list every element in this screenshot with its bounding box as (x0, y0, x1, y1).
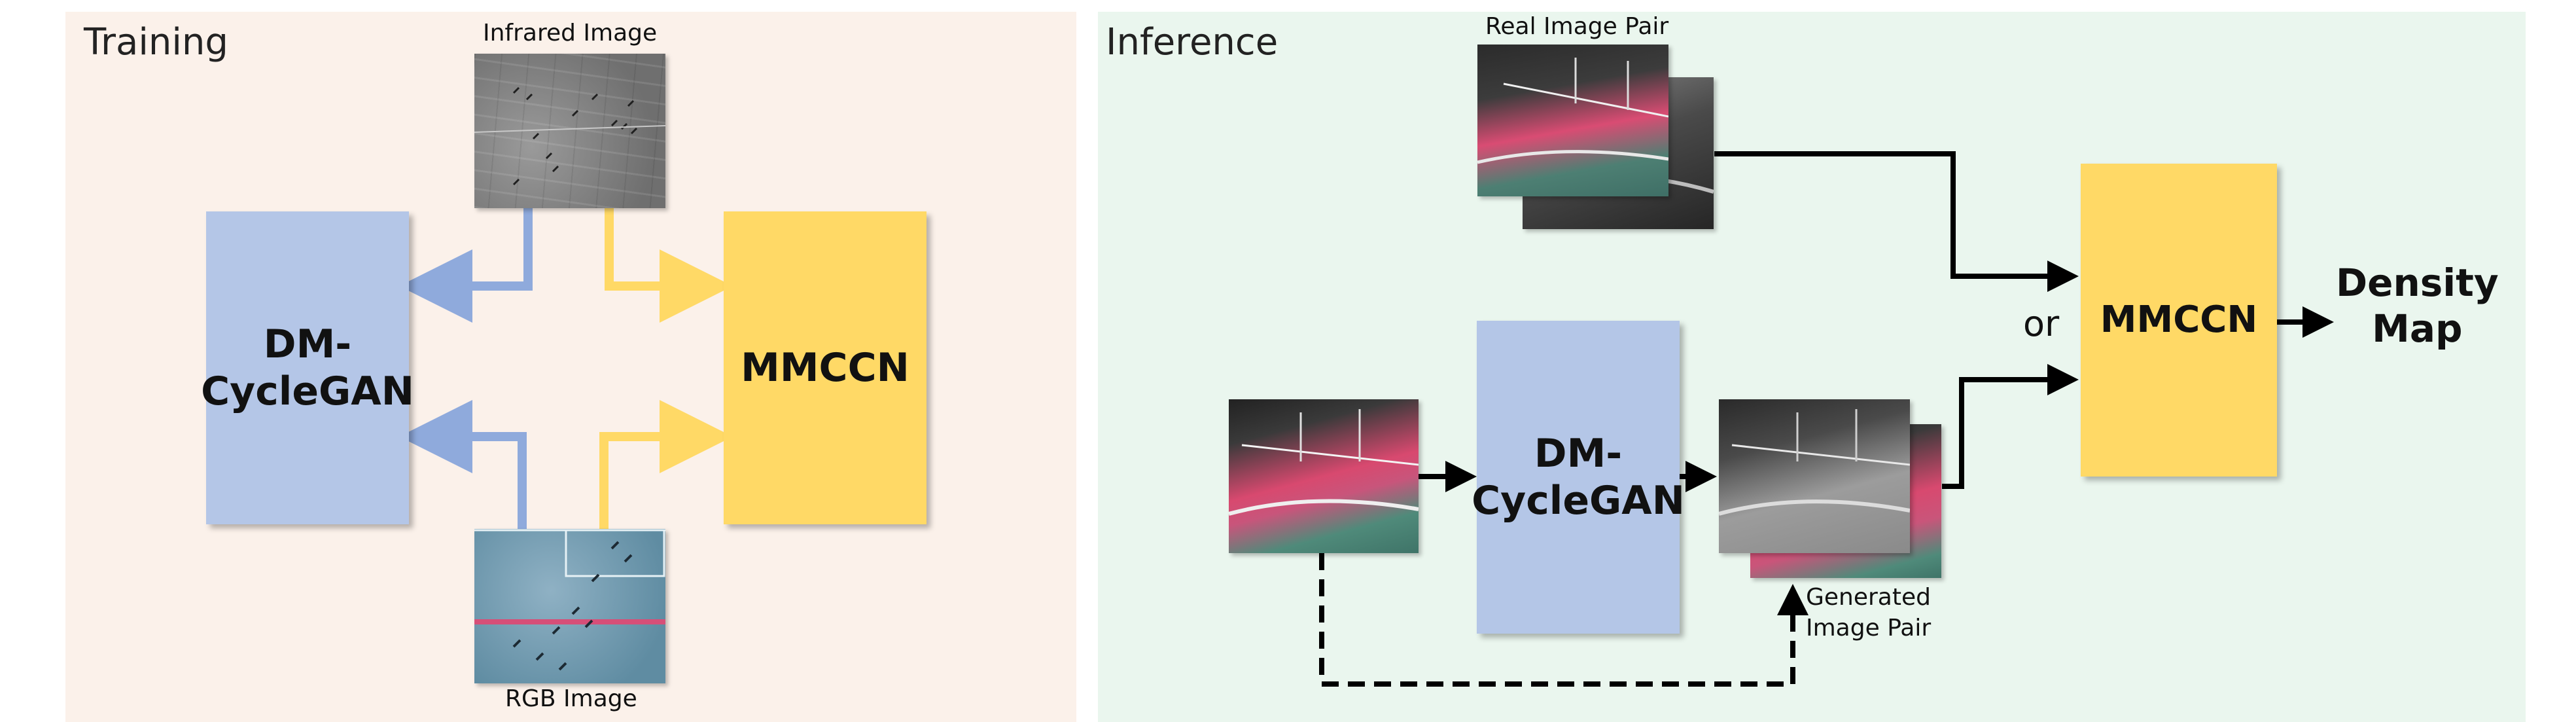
real-pair-rgb-image (1477, 45, 1668, 196)
rgb-image (474, 529, 665, 683)
inference-dm-cyclegan-label: DM- CycleGAN (1472, 431, 1685, 524)
real-image-pair-label: Real Image Pair (1485, 13, 1669, 40)
training-dm-cyclegan-box: DM- CycleGAN (201, 211, 414, 524)
inference-title: Inference (1106, 21, 1279, 63)
rgb-to-cyclegan-arrow (399, 400, 527, 529)
rgb-image-label: RGB Image (505, 685, 637, 712)
generated-pair-infrared-image (1719, 399, 1910, 553)
generated-image-pair-label: Generated Image Pair (1806, 584, 1932, 641)
infrared-image-label: Infrared Image (483, 20, 658, 46)
real-pair-to-mmccn-arrow (1714, 151, 2079, 292)
inference-dm-cyclegan-box: DM- CycleGAN (1472, 321, 1685, 634)
infrared-to-cyclegan-arrow (399, 208, 533, 323)
infrared-to-mmccn-arrow (605, 208, 733, 323)
or-label: or (2023, 303, 2060, 344)
training-mmccn-label: MMCCN (741, 345, 909, 391)
inference-mmccn-box: MMCCN (2081, 164, 2277, 477)
skip-connection-dashed-arrow (1319, 553, 1808, 687)
training-title: Training (84, 21, 228, 63)
training-mmccn-box: MMCCN (724, 211, 926, 524)
generated-pair-to-mmccn-arrow (1942, 364, 2079, 489)
density-map-label: Density Map (2336, 261, 2499, 351)
training-dm-cyclegan-label: DM- CycleGAN (201, 321, 414, 414)
inference-input-rgb-image (1229, 399, 1419, 553)
infrared-image (474, 54, 665, 208)
rgb-to-mmccn-arrow (599, 400, 733, 529)
inference-panel (1098, 12, 2526, 722)
inference-mmccn-label: MMCCN (2100, 298, 2258, 342)
